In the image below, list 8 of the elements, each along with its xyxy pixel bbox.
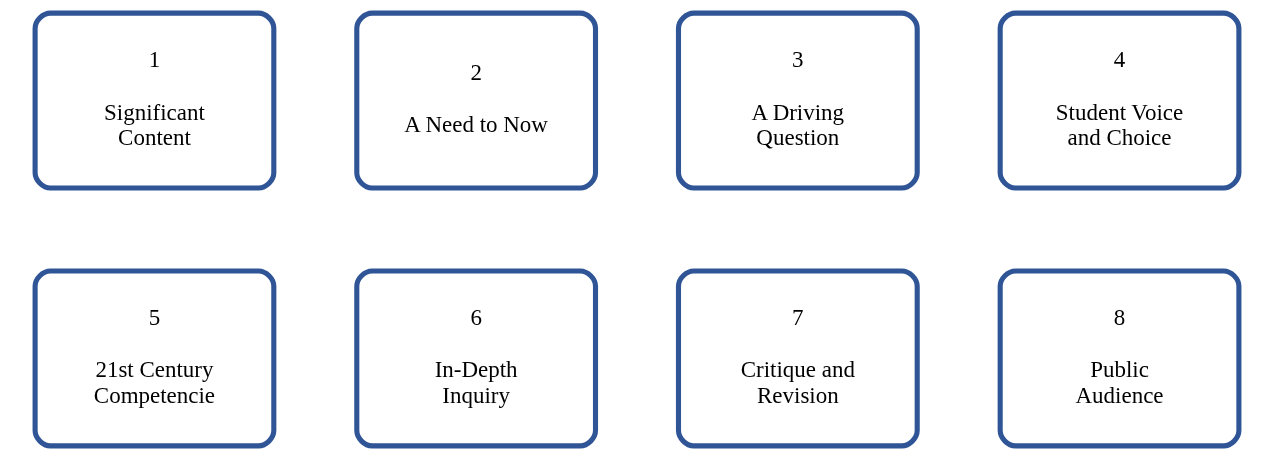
node-box: 3 A Driving Question [675, 10, 920, 191]
node-box: 4 Student Voice and Choice [997, 10, 1241, 191]
node-box: 2 A Need to Now [353, 10, 598, 191]
node-box: 8 Public Audience [997, 268, 1241, 449]
node-box: 1 Significant Content [32, 10, 276, 191]
node-box: 6 In-Depth Inquiry [353, 268, 598, 449]
node-box: 7 Critique and Revision [675, 268, 920, 449]
node-box: 5 21st Century Competencie [32, 268, 276, 449]
